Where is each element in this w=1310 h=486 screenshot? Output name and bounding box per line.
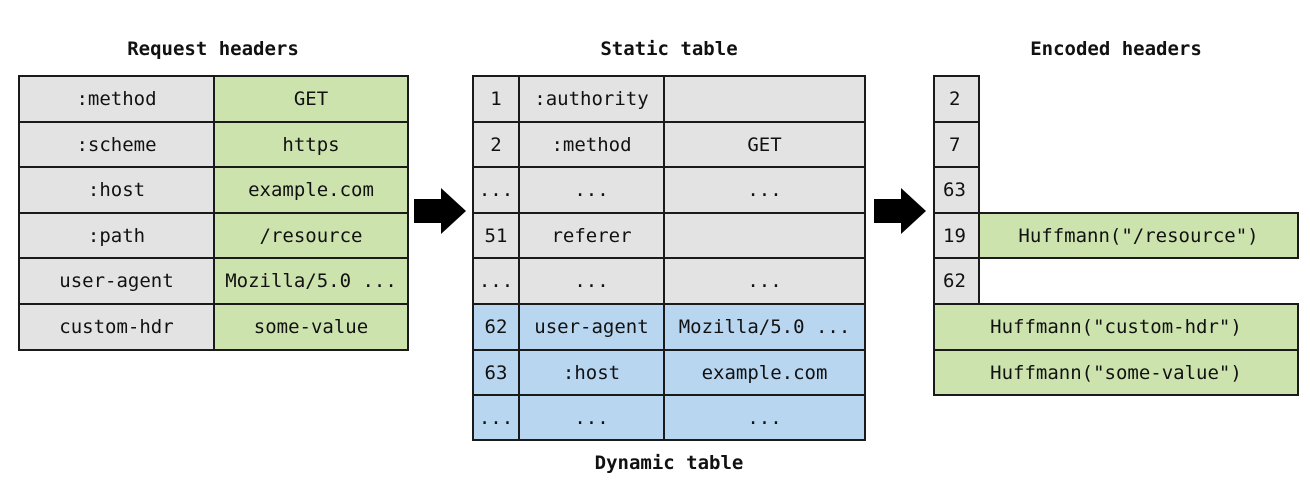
- dynamic-table-title: Dynamic table: [594, 452, 744, 474]
- table-name-cell: :method: [518, 121, 665, 168]
- table-value-cell: ...: [663, 257, 866, 305]
- table-index-cell: 51: [472, 212, 520, 259]
- encoded-custom-value-literal: Huffmann("some-value"): [933, 349, 1299, 396]
- header-name-cell: :host: [18, 166, 215, 214]
- table-index-cell: ...: [472, 166, 520, 214]
- right-arrow-icon: [874, 188, 926, 234]
- header-value-cell: GET: [213, 75, 409, 123]
- header-name-cell: :scheme: [18, 121, 215, 168]
- table-value-cell: ...: [663, 166, 866, 214]
- table-value-cell: GET: [663, 121, 866, 168]
- encoded-index-cell: 7: [933, 121, 980, 168]
- table-name-cell: :authority: [518, 75, 665, 123]
- table-index-cell: 2: [472, 121, 520, 168]
- table-index-cell: 62: [472, 303, 520, 351]
- header-name-cell: custom-hdr: [18, 303, 215, 351]
- table-name-cell: ...: [518, 394, 665, 441]
- static-table-title: Static table: [600, 38, 738, 60]
- table-name-cell: :host: [518, 349, 665, 396]
- table-value-cell: example.com: [663, 349, 866, 396]
- right-arrow-icon: [414, 188, 466, 234]
- header-name-cell: :method: [18, 75, 215, 123]
- table-name-cell: user-agent: [518, 303, 665, 351]
- table-name-cell: ...: [518, 257, 665, 305]
- header-name-cell: user-agent: [18, 257, 215, 305]
- table-value-cell: Mozilla/5.0 ...: [663, 303, 866, 351]
- table-name-cell: referer: [518, 212, 665, 259]
- table-value-cell: ...: [663, 394, 866, 441]
- header-value-cell: some-value: [213, 303, 409, 351]
- header-value-cell: https: [213, 121, 409, 168]
- request-headers-title: Request headers: [127, 38, 299, 60]
- table-value-cell: [663, 75, 866, 123]
- header-name-cell: :path: [18, 212, 215, 259]
- table-value-cell: [663, 212, 866, 259]
- table-index-cell: ...: [472, 257, 520, 305]
- header-value-cell: example.com: [213, 166, 409, 214]
- table-index-cell: ...: [472, 394, 520, 441]
- encoded-index-cell: 19: [933, 212, 980, 259]
- table-index-cell: 1: [472, 75, 520, 123]
- table-index-cell: 63: [472, 349, 520, 396]
- encoded-custom-name-literal: Huffmann("custom-hdr"): [933, 303, 1299, 351]
- encoded-index-cell: 62: [933, 257, 980, 305]
- encoded-index-cell: 2: [933, 75, 980, 123]
- header-value-cell: Mozilla/5.0 ...: [213, 257, 409, 305]
- encoded-index-cell: 63: [933, 166, 980, 214]
- encoded-path-literal: Huffmann("/resource"): [978, 212, 1299, 259]
- encoded-headers-title: Encoded headers: [1030, 38, 1202, 60]
- table-name-cell: ...: [518, 166, 665, 214]
- header-value-cell: /resource: [213, 212, 409, 259]
